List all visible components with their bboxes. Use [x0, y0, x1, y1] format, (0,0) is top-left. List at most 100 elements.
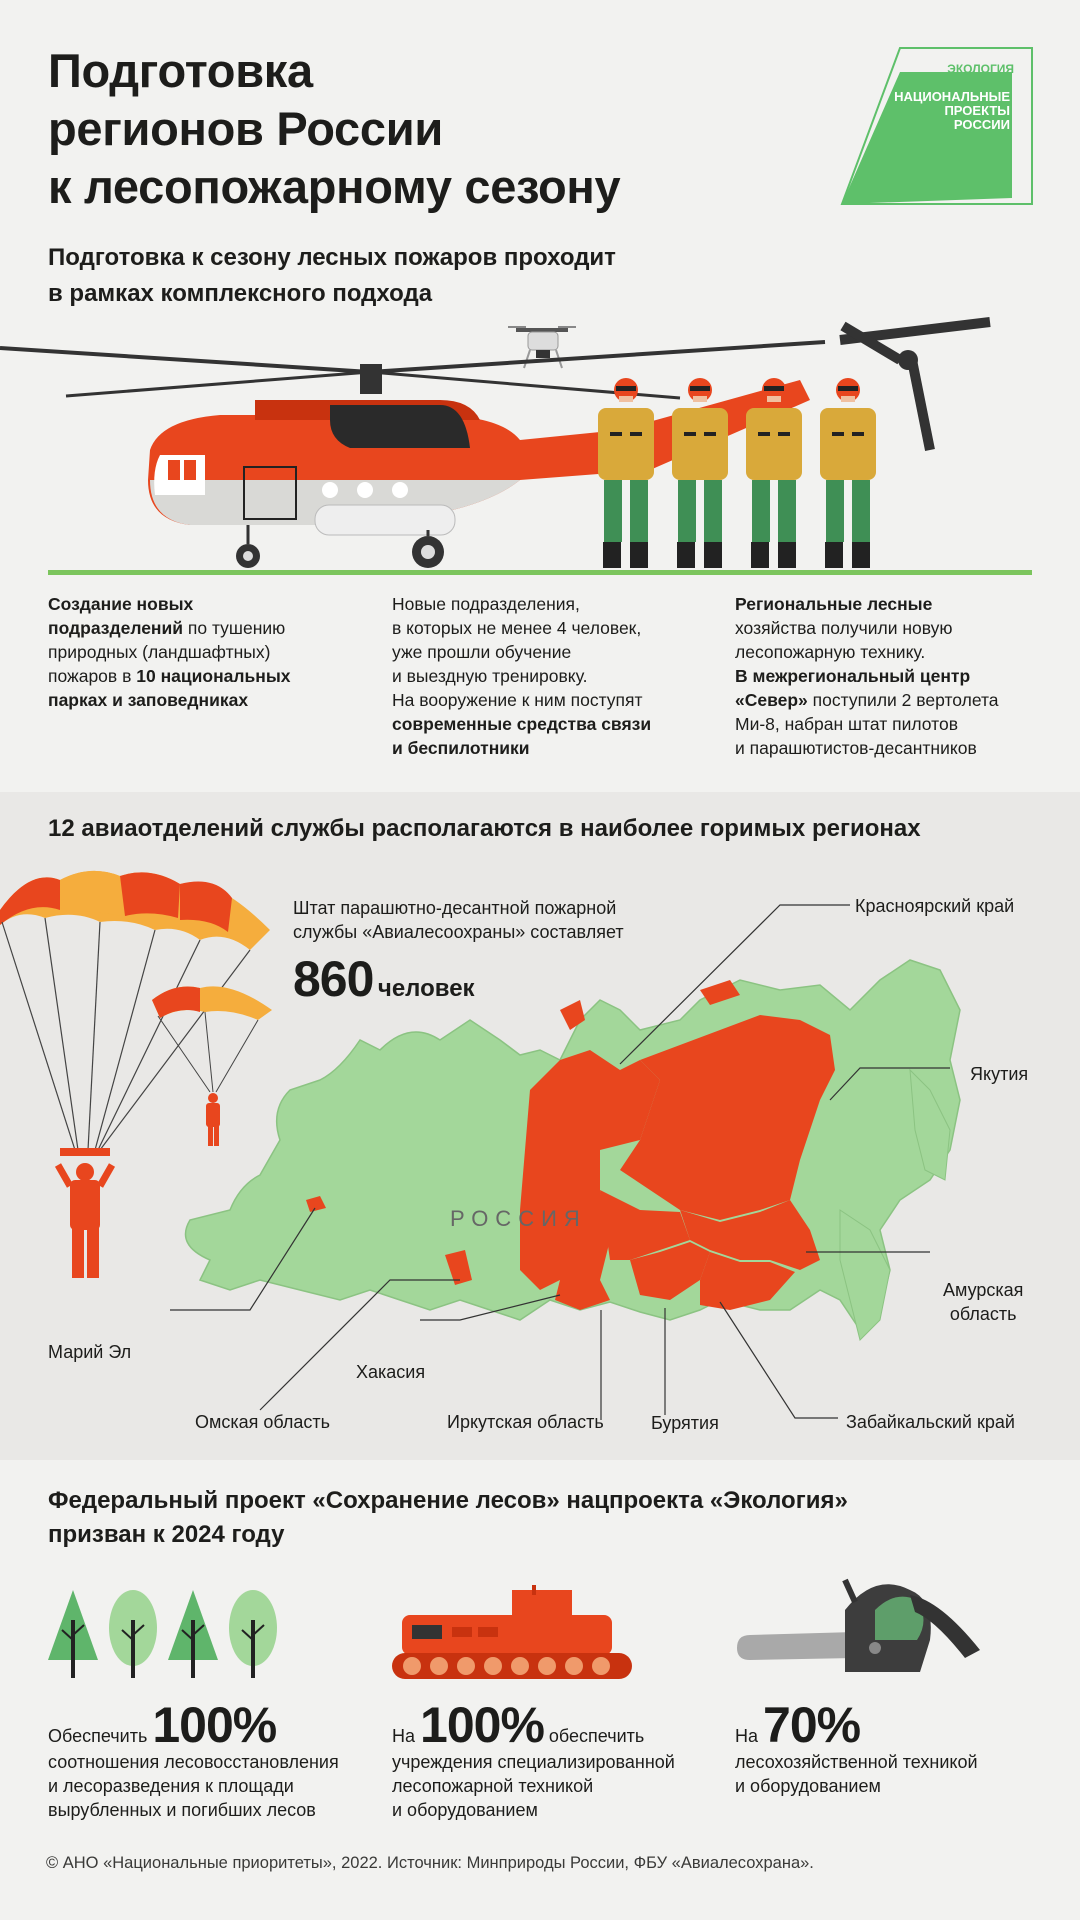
column-equipment: Региональные лесные хозяйства получили но… — [735, 592, 999, 760]
staff-text: Штат парашютно-десантной пожарной службы… — [293, 896, 624, 944]
bold-text: Создание новых — [48, 594, 194, 614]
logo-line: НАЦИОНАЛЬНЫЕ — [894, 89, 1010, 104]
stat-value: 100% — [420, 1697, 545, 1753]
tracked-vehicle-icon — [392, 1585, 632, 1679]
text: по тушению — [183, 618, 286, 638]
column-line: современные средства связи — [392, 712, 651, 736]
irkutsk-region — [600, 1190, 690, 1260]
text: пожаров в — [48, 666, 137, 686]
label-zabaykalsky: Забайкальский край — [846, 1412, 1015, 1432]
column-line: В межрегиональный центр — [735, 664, 999, 688]
krasnoyarsk-region — [520, 1050, 660, 1290]
stat-line: соотношения лесовосстановления — [48, 1752, 339, 1772]
label-krasnoyarsk: Красноярский край — [855, 896, 1015, 916]
text: На вооружение к ним поступят — [392, 690, 643, 710]
tree-icon — [109, 1590, 157, 1678]
text: Ми-8, набран штат пилотов — [735, 714, 958, 734]
stat-prefix: На — [735, 1726, 764, 1746]
drone-icon — [508, 326, 576, 369]
subtitle-line: Подготовка к сезону лесных пожаров прохо… — [48, 244, 616, 271]
stat-line: и оборудованием — [392, 1800, 538, 1820]
column-line: На вооружение к ним поступят — [392, 688, 651, 712]
zabaykalsky-region — [700, 1252, 795, 1310]
tree-icon — [229, 1590, 277, 1678]
omsk-region — [445, 1250, 472, 1285]
title-line: регионов России — [48, 102, 443, 155]
text: лесопожарную технику. — [735, 642, 926, 662]
logo-shape — [840, 47, 1033, 205]
column-line: природных (ландшафтных) — [48, 640, 291, 664]
column-line: и беспилотники — [392, 736, 651, 760]
text: хозяйства получили новую — [735, 618, 953, 638]
bold-text: современные средства связи — [392, 714, 652, 734]
firefighter-icon — [820, 378, 876, 568]
title-line: к лесопожарному сезону — [48, 160, 621, 213]
text: природных (ландшафтных) — [48, 642, 271, 662]
text: уже прошли обучение — [392, 642, 572, 662]
column-line: парках и заповедниках — [48, 688, 291, 712]
tree-icon — [48, 1590, 98, 1678]
column-line: хозяйства получили новую — [735, 616, 999, 640]
stat-line: вырубленных и погибших лесов — [48, 1800, 316, 1820]
text: и выездную тренировку. — [392, 666, 588, 686]
column-line: Создание новых — [48, 592, 291, 616]
ground-line — [48, 570, 1032, 575]
russia-map: РОССИЯ — [170, 904, 961, 1420]
amur-line: область — [949, 1304, 1017, 1324]
column-line: пожаров в 10 национальных — [48, 664, 291, 688]
bold-text: «Север» — [735, 690, 808, 710]
label-amur: Амурская область — [943, 1278, 1023, 1326]
firefighter-icon — [672, 378, 728, 568]
map-heading: 12 авиаотделений службы располагаются в … — [48, 815, 921, 842]
bold-text: подразделений — [48, 618, 184, 638]
stat-prefix: На — [392, 1726, 421, 1746]
firefighter-icon — [598, 378, 654, 568]
project-heading: Федеральный проект «Сохранение лесов» на… — [48, 1484, 848, 1552]
label-yakutia: Якутия — [970, 1064, 1029, 1084]
logo-line: ПРОЕКТЫ — [944, 103, 1010, 118]
footer-source: © АНО «Национальные приоритеты», 2022. И… — [46, 1854, 814, 1872]
bold-text: парках и заповедниках — [48, 690, 249, 710]
label-mari-el: Марий Эл — [48, 1342, 132, 1362]
subtitle-line: в рамках комплексного подхода — [48, 280, 433, 307]
column-line: «Север» поступили 2 вертолета — [735, 688, 999, 712]
column-line: уже прошли обучение — [392, 640, 651, 664]
firefighter-icon — [746, 378, 802, 568]
stat-reforestation: Обеспечить 100%соотношения лесовосстанов… — [48, 1700, 339, 1822]
column-line: и парашютистов-десантников — [735, 736, 999, 760]
project-heading-line: призван к 2024 году — [48, 1521, 285, 1548]
bold-text: и беспилотники — [392, 738, 530, 758]
staff-line: службы «Авиалесоохраны» составляет — [293, 922, 624, 942]
stat-prefix: Обеспечить — [48, 1726, 153, 1746]
text: поступили 2 вертолета — [807, 690, 999, 710]
stat-line: лесохозяйственной техникой — [735, 1752, 978, 1772]
stat-headline: На 100% обеспечить — [392, 1700, 675, 1750]
text: Новые подразделения, — [392, 594, 580, 614]
subtitle: Подготовка к сезону лесных пожаров прохо… — [48, 240, 616, 312]
parachutist-icon — [0, 870, 272, 1278]
staff-line: Штат парашютно-десантной пожарной — [293, 898, 617, 918]
trees-illustration — [48, 1590, 277, 1678]
logo-line: РОССИИ — [953, 117, 1010, 132]
label-khakassia: Хакасия — [356, 1362, 426, 1382]
column-line: Новые подразделения, — [392, 592, 651, 616]
bold-text: В межрегиональный центр — [735, 666, 971, 686]
stat-suffix: обеспечить — [543, 1726, 645, 1746]
chainsaw-icon — [737, 1578, 980, 1672]
stat-line: учреждения специализированной — [392, 1752, 675, 1772]
stat-line: и лесоразведения к площади — [48, 1776, 294, 1796]
staff-count: 860 человек — [293, 950, 475, 1008]
logo-tag: ЭКОЛОГИЯ — [947, 62, 1014, 76]
project-heading-line: Федеральный проект «Сохранение лесов» на… — [48, 1487, 848, 1514]
column-line: лесопожарную технику. — [735, 640, 999, 664]
bold-text: Региональные лесные — [735, 594, 933, 614]
text: в которых не менее 4 человек, — [392, 618, 642, 638]
text: и парашютистов-десантников — [735, 738, 977, 758]
yakutia-region — [620, 1015, 835, 1220]
column-line: Региональные лесные — [735, 592, 999, 616]
stat-headline: На 70% — [735, 1700, 978, 1750]
buryatia-region — [630, 1242, 710, 1300]
label-buryatia: Бурятия — [651, 1413, 719, 1433]
